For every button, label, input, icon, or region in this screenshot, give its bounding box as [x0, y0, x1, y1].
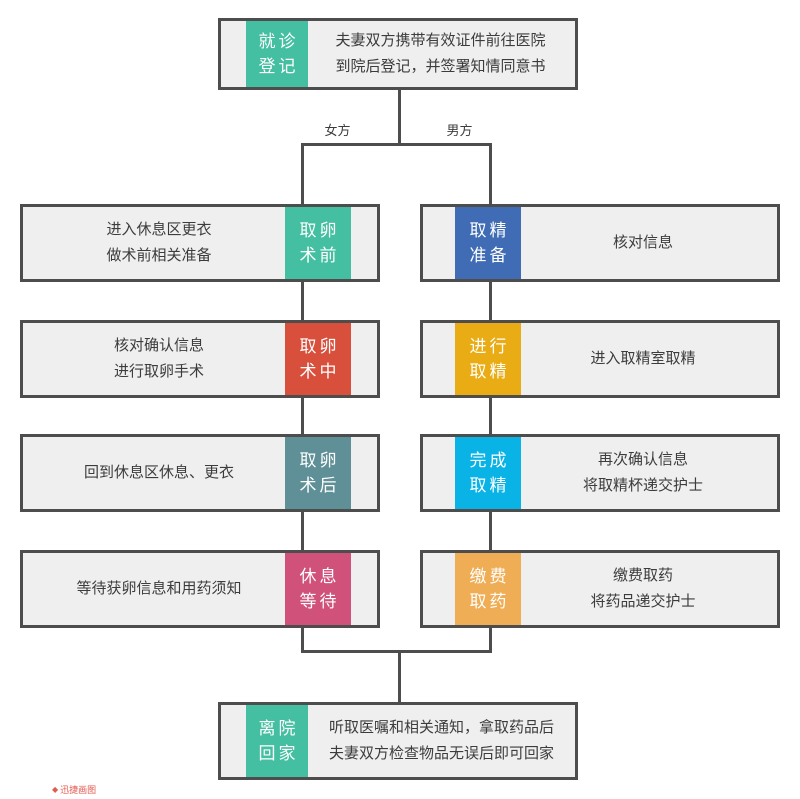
- connector-male-merge: [489, 628, 492, 653]
- step-label-sperm-prepare: 取精 准备: [455, 207, 521, 279]
- step-text-registration: 夫妻双方携带有效证件前往医院 到院后登记，并签署知情同意书: [335, 32, 546, 75]
- step-text-egg-post-op: 回到休息区休息、更衣: [83, 464, 234, 481]
- step-label-sperm-collect: 进行 取精: [455, 323, 521, 395]
- step-label-egg-during-op: 取卵 术中: [285, 323, 351, 395]
- watermark: ◆ 迅捷画图: [52, 783, 96, 796]
- step-text-sperm-complete: 再次确认信息 将取精杯递交护士: [582, 451, 703, 494]
- step-box-sperm-complete: 完成 取精 再次确认信息 将取精杯递交护士: [420, 434, 780, 512]
- connector-merge-horizontal: [301, 650, 492, 653]
- step-box-registration: 就诊 登记 夫妻双方携带有效证件前往医院 到院后登记，并签署知情同意书: [218, 18, 578, 90]
- step-label-egg-pre-op: 取卵 术前: [285, 207, 351, 279]
- step-label-rest-wait: 休息 等待: [285, 553, 351, 625]
- step-box-pay-medicine: 缴费 取药 缴费取药 将药品递交护士: [420, 550, 780, 628]
- connector-female-down-4: [301, 512, 304, 550]
- step-label-sperm-complete: 完成 取精: [455, 437, 521, 509]
- connector-female-down-3: [301, 398, 304, 434]
- step-box-egg-pre-op: 取卵 术前 进入休息区更衣 做术前相关准备: [20, 204, 380, 282]
- step-box-egg-post-op: 取卵 术后 回到休息区休息、更衣: [20, 434, 380, 512]
- connector-branch-horizontal: [301, 143, 492, 146]
- step-text-egg-during-op: 核对确认信息 进行取卵手术: [113, 337, 204, 380]
- step-text-egg-pre-op: 进入休息区更衣 做术前相关准备: [106, 221, 212, 264]
- connector-female-down-1: [301, 143, 304, 204]
- step-box-rest-wait: 休息 等待 等待获卵信息和用药须知: [20, 550, 380, 628]
- step-label-pay-medicine: 缴费 取药: [455, 553, 521, 625]
- step-box-leave-home: 离院 回家 听取医嘱和相关通知，拿取药品后 夫妻双方检查物品无误后即可回家: [218, 702, 578, 780]
- step-label-egg-post-op: 取卵 术后: [285, 437, 351, 509]
- step-box-sperm-collect: 进行 取精 进入取精室取精: [420, 320, 780, 398]
- step-text-rest-wait: 等待获卵信息和用药须知: [76, 580, 242, 597]
- step-text-sperm-collect: 进入取精室取精: [590, 350, 696, 367]
- step-text-leave-home: 听取医嘱和相关通知，拿取药品后 夫妻双方检查物品无误后即可回家: [328, 719, 554, 762]
- step-label-registration: 就诊 登记: [246, 21, 308, 87]
- connector-start-down: [398, 90, 401, 143]
- connector-male-down-3: [489, 398, 492, 434]
- step-text-pay-medicine: 缴费取药 将药品递交护士: [590, 567, 696, 610]
- branch-label-male: 男方: [446, 123, 473, 138]
- step-box-egg-during-op: 取卵 术中 核对确认信息 进行取卵手术: [20, 320, 380, 398]
- branch-label-female: 女方: [324, 123, 351, 138]
- connector-end-down: [398, 650, 401, 702]
- watermark-text: 迅捷画图: [60, 785, 97, 795]
- step-box-sperm-prepare: 取精 准备 核对信息: [420, 204, 780, 282]
- step-label-leave-home: 离院 回家: [246, 705, 308, 777]
- step-text-sperm-prepare: 核对信息: [612, 234, 673, 251]
- connector-female-down-2: [301, 282, 304, 320]
- connector-male-down-1: [489, 143, 492, 204]
- connector-female-merge: [301, 628, 304, 653]
- connector-male-down-4: [489, 512, 492, 550]
- connector-male-down-2: [489, 282, 492, 320]
- watermark-logo-icon: ◆: [52, 785, 59, 794]
